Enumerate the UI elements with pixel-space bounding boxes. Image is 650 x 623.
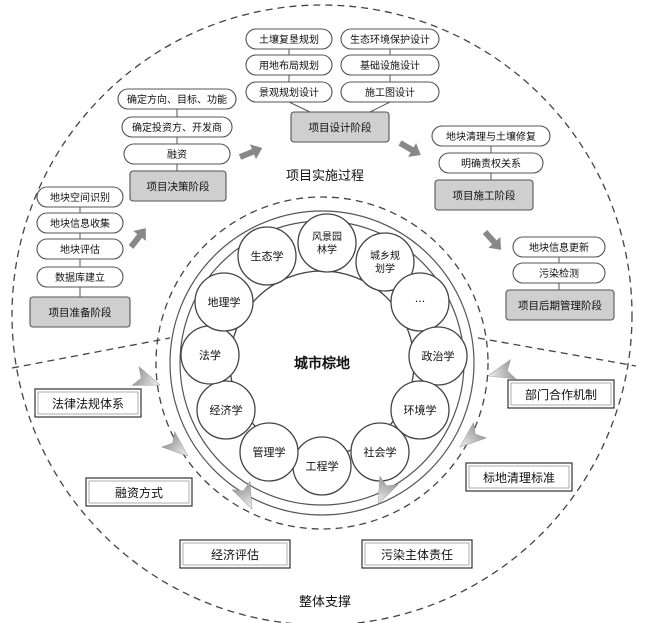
stage-item: 明确责权关系: [461, 157, 521, 170]
discipline-label: 工程学: [306, 459, 339, 473]
discipline-label: 城乡规划学: [370, 249, 400, 275]
stage-item: 数据库建立: [55, 271, 105, 284]
support-label-text: 标地清理标准: [483, 471, 555, 485]
support-box: 标地清理标准: [465, 462, 573, 492]
stage-title: 项目决策阶段: [147, 180, 210, 193]
stage-item: 地块评估: [60, 243, 100, 256]
discipline-node: 风景园林学: [297, 213, 357, 273]
stage-item: 确定投资方、开发商: [132, 121, 222, 134]
stage-preparation: 地块空间识别 地块信息收集 地块评估 数据库建立 项目准备阶段: [29, 186, 131, 328]
discipline-node: 经济学: [196, 380, 256, 440]
support-arrow-icon: [231, 480, 253, 510]
arrow-icon: [128, 228, 146, 249]
discipline-label: 法学: [199, 348, 221, 362]
stage-item: 确定方向、目标、功能: [127, 93, 227, 106]
discipline-label: 风景园林学: [312, 231, 342, 256]
divider-right: [477, 337, 637, 367]
discipline-label: 地理学: [208, 295, 241, 309]
support-label-text: 经济评估: [211, 547, 259, 562]
discipline-label: 政治学: [422, 349, 455, 363]
discipline-node: 生态学: [237, 226, 297, 286]
stage-item: 景观规划设计: [259, 86, 319, 99]
stage-title: 项目准备阶段: [49, 306, 112, 319]
discipline-label: 经济学: [210, 403, 243, 417]
discipline-node: 管理学: [239, 422, 299, 482]
process-label: 项目实施过程: [286, 169, 364, 184]
support-arrow-icon: [377, 475, 399, 505]
stage-item: 地块信息收集: [50, 217, 110, 230]
support-box: 融资方式: [85, 477, 193, 507]
inner-dashed-ring: [155, 196, 489, 530]
support-arrow-icon: [487, 358, 517, 380]
discipline-label: 管理学: [253, 445, 286, 459]
support-arrow-icon: [160, 430, 189, 457]
stage-item: 生态环境保护设计: [350, 33, 430, 46]
discipline-node: 工程学: [292, 436, 352, 496]
stage-construction: 地块清理与土壤修复 明确责权关系 项目施工阶段: [431, 125, 551, 211]
support-box: 污染主体责任: [361, 539, 473, 569]
stage-item: 施工图设计: [365, 86, 415, 99]
support-label: 整体支撑: [299, 595, 351, 610]
stage-item: 地块空间识别: [50, 191, 110, 204]
discipline-node: 地理学: [194, 272, 254, 332]
support-label-text: 污染主体责任: [381, 547, 453, 562]
support-label-text: 法律法规体系: [52, 396, 124, 411]
support-label-text: 融资方式: [115, 485, 163, 500]
stage-title: 项目设计阶段: [309, 121, 372, 134]
stage-item: 基础设施设计: [360, 59, 420, 72]
support-box: 经济评估: [179, 539, 291, 569]
stage-item: 地块清理与土壤修复: [446, 130, 536, 143]
support-arrow-icon: [459, 421, 488, 448]
discipline-label: 社会学: [364, 445, 397, 459]
support-box: 法律法规体系: [34, 388, 142, 418]
stage-item: 融资: [167, 149, 187, 161]
stage-item: 用地布局规划: [259, 59, 319, 72]
stage-item: 污染检测: [539, 267, 579, 280]
stage-decision: 确定方向、目标、功能 确定投资方、开发商 融资 项目决策阶段: [117, 88, 237, 202]
arrow-icon: [482, 229, 502, 250]
stage-post-management: 地块信息更新 污染检测 项目后期管理阶段: [505, 236, 615, 321]
discipline-node: 环境学: [390, 380, 450, 440]
outer-dashed-ring: [11, 4, 633, 623]
arrow-icon: [238, 144, 263, 160]
stage-title: 项目后期管理阶段: [518, 299, 602, 312]
band-outer: [169, 210, 475, 516]
discipline-node: 城乡规划学: [355, 232, 415, 292]
discipline-ring: 风景园林学 城乡规划学 ··· 政治学 环境学 社会学 工程学 管理学: [180, 213, 468, 496]
center-label: 城市棕地: [294, 355, 350, 372]
discipline-node: 社会学: [350, 422, 410, 482]
discipline-node: ···: [390, 272, 450, 332]
discipline-node: 法学: [180, 325, 240, 385]
stage-title: 项目施工阶段: [453, 189, 516, 202]
discipline-label: 生态学: [251, 249, 284, 263]
support-box: 部门合作机制: [507, 379, 615, 409]
stage-item: 土壤复垦规划: [259, 33, 319, 46]
discipline-node: 政治学: [408, 326, 468, 386]
discipline-label: 环境学: [404, 403, 437, 417]
support-arrow-icon: [131, 366, 161, 386]
stage-item: 地块信息更新: [529, 241, 589, 254]
support-label-text: 部门合作机制: [525, 387, 597, 402]
arrow-icon: [398, 140, 421, 157]
divider-left: [11, 337, 171, 369]
discipline-label: ···: [415, 295, 426, 308]
stage-design: 土壤复垦规划 用地布局规划 景观规划设计 生态环境保护设计 基础设施设计 施工图…: [245, 28, 440, 143]
